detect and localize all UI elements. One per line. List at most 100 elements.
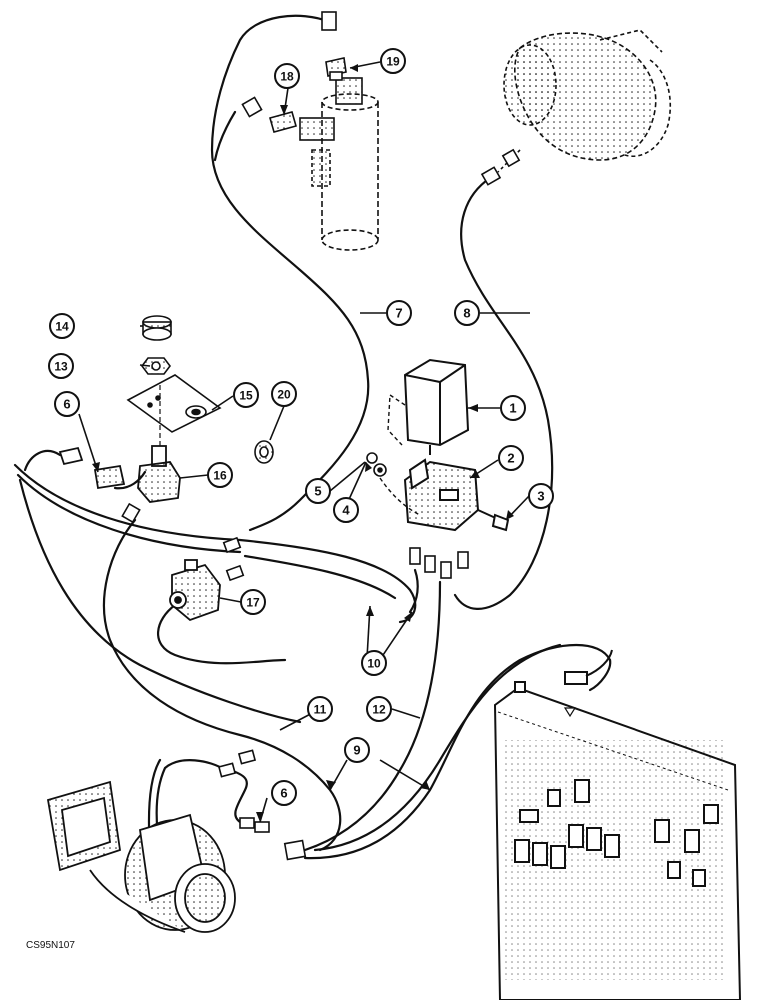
callout-circle: [528, 483, 554, 509]
callout-6a: 6: [54, 391, 80, 417]
callout-20: 20: [271, 381, 297, 407]
callout-circle: [344, 737, 370, 763]
blower-switch: [58, 445, 181, 503]
callout-6b: 6: [271, 780, 297, 806]
pressure-switch: [325, 57, 347, 81]
callout-9: 9: [344, 737, 370, 763]
callout-17: 17: [240, 589, 266, 615]
callout-circle: [307, 696, 333, 722]
callout-13: 13: [48, 353, 74, 379]
drawing-code: CS95N107: [26, 940, 75, 951]
wire-12: [303, 580, 442, 852]
callout-circle: [48, 353, 74, 379]
callout-16: 16: [207, 462, 233, 488]
wiring-harness: [13, 14, 612, 860]
callout-number: 13: [54, 360, 68, 374]
control-plate: [126, 374, 222, 433]
callout-circle: [274, 63, 300, 89]
callout-11: 11: [307, 696, 333, 722]
callout-circle: [366, 696, 392, 722]
blower-connectors: [217, 749, 307, 861]
relay-base: [403, 458, 510, 532]
harness-10-a: [13, 463, 417, 624]
callout-circle: [54, 391, 80, 417]
callout-circle: [500, 395, 526, 421]
callout-number: 4: [342, 503, 350, 518]
switch-leads: [23, 449, 62, 472]
callout-circle: [240, 589, 266, 615]
callout-circle: [380, 48, 406, 74]
callout-5: 5: [305, 478, 331, 504]
wire-7-branch: [213, 110, 237, 162]
callout-circle: [233, 382, 259, 408]
blower-assembly: [46, 780, 236, 933]
callout-circle: [454, 300, 480, 326]
callout-number: 8: [463, 306, 470, 321]
callout-10: 10: [361, 650, 387, 676]
callout-number: 6: [63, 397, 70, 412]
callout-number: 17: [246, 596, 260, 610]
receiver-drier: [299, 77, 379, 251]
thermostat-switch: [169, 559, 221, 622]
callout-number: 10: [367, 657, 381, 671]
harness-10-d: [408, 568, 419, 614]
wire-9-a: [303, 644, 612, 860]
callout-18: 18: [274, 63, 300, 89]
callout-7: 7: [386, 300, 412, 326]
callout-15: 15: [233, 382, 259, 408]
callout-number: 7: [395, 306, 402, 321]
callout-number: 19: [386, 55, 400, 69]
callout-number: 18: [280, 70, 294, 84]
callout-8: 8: [454, 300, 480, 326]
callout-number: 3: [537, 489, 544, 504]
harness-10-b: [243, 554, 397, 600]
switch-fitting: [269, 111, 297, 133]
circuit-board: [493, 671, 742, 1001]
callout-number: 20: [277, 388, 291, 402]
leader-lines: [78, 61, 530, 823]
callout-circle: [386, 300, 412, 326]
wire-11: [102, 518, 342, 852]
wire-17-loop: [157, 603, 287, 665]
callout-number: 11: [314, 703, 327, 717]
relay: [387, 358, 470, 455]
callout-number: 1: [509, 401, 516, 416]
wire-9-b: [313, 643, 562, 852]
callout-circle: [305, 478, 331, 504]
callout-circle: [361, 650, 387, 676]
callout-number: 15: [239, 389, 253, 403]
callout-3: 3: [528, 483, 554, 509]
control-knob: [142, 315, 172, 341]
mounting-nut: [141, 357, 171, 375]
callout-number: 12: [372, 703, 386, 717]
callout-12: 12: [366, 696, 392, 722]
harness-connectors: [121, 11, 521, 582]
callout-number: 6: [280, 786, 287, 801]
callout-number: 5: [314, 484, 321, 499]
wire-11-b: [18, 478, 302, 724]
callout-circle: [271, 381, 297, 407]
grommet: [254, 440, 274, 464]
callout-4: 4: [333, 497, 359, 523]
nut-washer: [366, 452, 387, 477]
callout-circle: [498, 445, 524, 471]
compressor: [497, 29, 672, 173]
board-connector-wire: [585, 649, 613, 677]
callout-circle: [49, 313, 75, 339]
callout-circle: [207, 462, 233, 488]
callout-14: 14: [49, 313, 75, 339]
mount-dashed: [379, 477, 421, 516]
arrowheads: [92, 64, 514, 822]
callout-2: 2: [498, 445, 524, 471]
callout-number: 2: [507, 451, 514, 466]
harness-10-c: [16, 473, 242, 554]
callout-19: 19: [380, 48, 406, 74]
blower-to-6: [228, 768, 248, 824]
callout-number: 9: [353, 743, 360, 758]
callout-number: 16: [213, 469, 227, 483]
wire-8: [453, 176, 554, 610]
callout-circle: [271, 780, 297, 806]
wire-9-c: [588, 658, 612, 692]
callout-1: 1: [500, 395, 526, 421]
